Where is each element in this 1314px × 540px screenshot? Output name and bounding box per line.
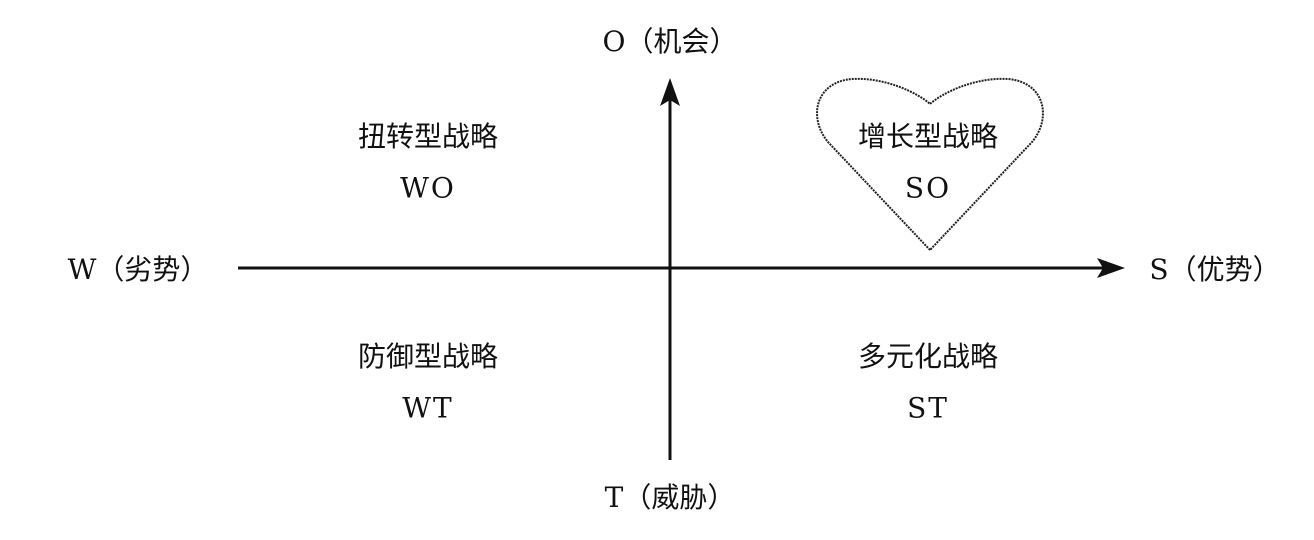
axis-label-weakness: W（劣势） (67, 253, 209, 286)
right-arrowhead (1097, 258, 1125, 278)
quadrant-st-title: 多元化战略 (857, 340, 999, 373)
quadrant-wt-code: WT (402, 391, 454, 425)
heart-outline (816, 77, 1044, 252)
quadrant-wo-code: WO (400, 171, 456, 205)
quadrant-so-code: SO (904, 171, 952, 205)
quadrant-so-title: 增长型战略 (857, 120, 999, 153)
axis-label-threat: T（威胁） (604, 481, 736, 514)
axis-label-opportunity: O（机会） (602, 25, 738, 58)
axis-label-strength: S（优势） (1149, 253, 1281, 286)
quadrant-wo-title: 扭转型战略 (357, 120, 499, 153)
quadrant-st-code: ST (907, 391, 949, 425)
quadrant-wt-title: 防御型战略 (357, 340, 499, 373)
top-arrowhead (660, 78, 680, 106)
